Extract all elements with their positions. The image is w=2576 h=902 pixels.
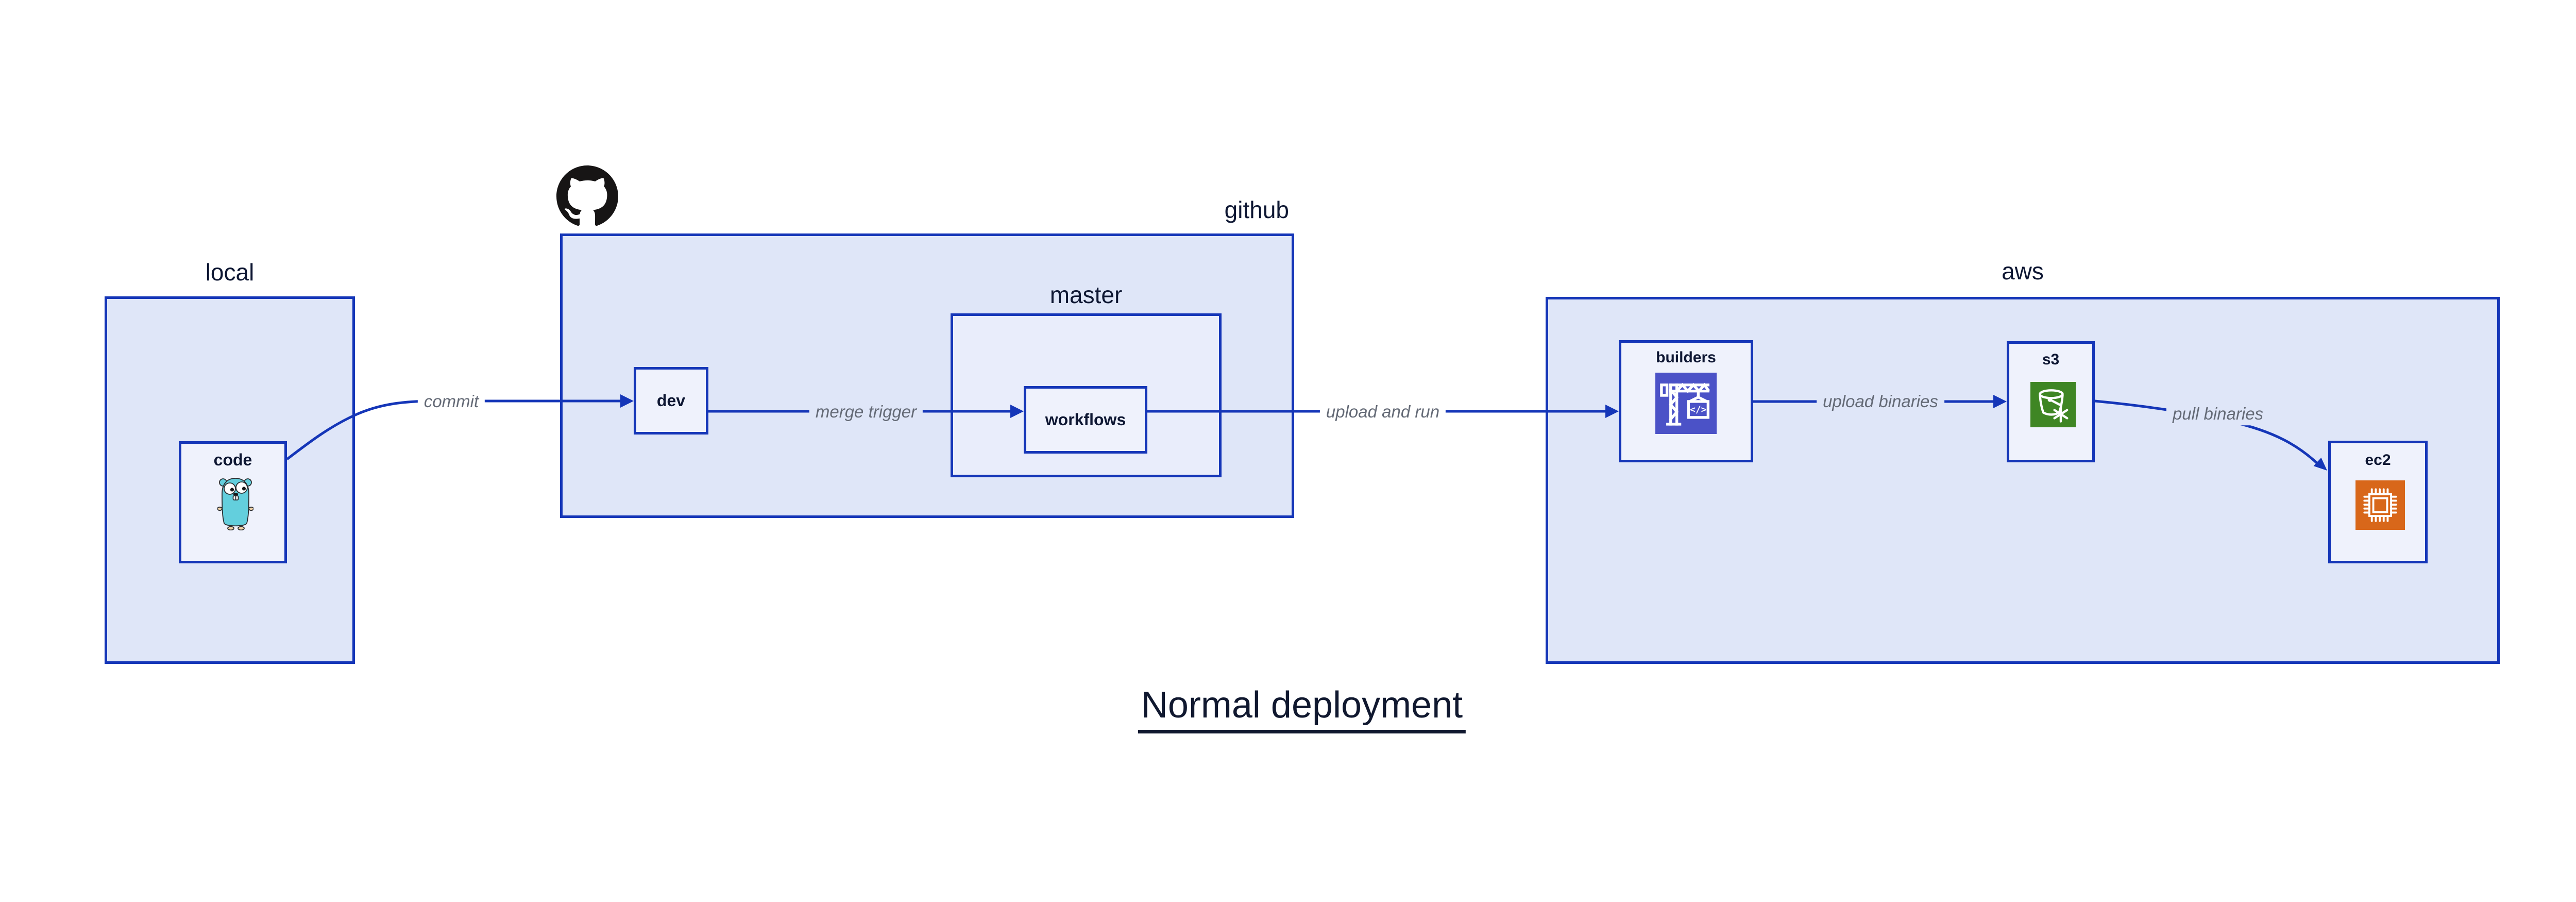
node-code-label: code bbox=[213, 450, 252, 469]
github-octocat-icon bbox=[556, 165, 618, 226]
ec2-chip-icon bbox=[2355, 480, 2405, 530]
node-builders-label: builders bbox=[1656, 349, 1716, 366]
container-aws-label: aws bbox=[2002, 258, 2044, 285]
code-glyph: </> bbox=[1690, 404, 1706, 415]
edge-merge-trigger-label: merge trigger bbox=[809, 400, 923, 423]
go-gopher-icon bbox=[217, 478, 253, 530]
edge-upload-binaries-label: upload binaries bbox=[1817, 390, 1944, 413]
edge-pull-binaries-label: pull binaries bbox=[2166, 403, 2270, 425]
node-workflows: workflows bbox=[1024, 386, 1147, 454]
edge-commit-label: commit bbox=[417, 390, 485, 413]
node-ec2: ec2 bbox=[2328, 441, 2428, 563]
node-s3-label: s3 bbox=[2042, 351, 2060, 368]
node-s3: s3 bbox=[2007, 341, 2095, 462]
node-workflows-label: workflows bbox=[1045, 410, 1126, 429]
node-ec2-label: ec2 bbox=[2365, 452, 2391, 469]
container-github-label: github bbox=[1224, 196, 1289, 223]
node-builders: builders </> bbox=[1619, 340, 1753, 462]
node-dev: dev bbox=[634, 367, 708, 435]
node-dev-label: dev bbox=[656, 391, 686, 410]
container-local-label: local bbox=[205, 259, 255, 286]
node-code: code bbox=[179, 441, 287, 563]
s3-bucket-icon bbox=[2030, 382, 2076, 427]
edge-upload-and-run-label: upload and run bbox=[1319, 400, 1446, 423]
codebuild-crane-icon: </> bbox=[1655, 373, 1717, 434]
diagram-title: Normal deployment bbox=[1138, 687, 1466, 733]
container-master-label: master bbox=[1049, 281, 1123, 308]
